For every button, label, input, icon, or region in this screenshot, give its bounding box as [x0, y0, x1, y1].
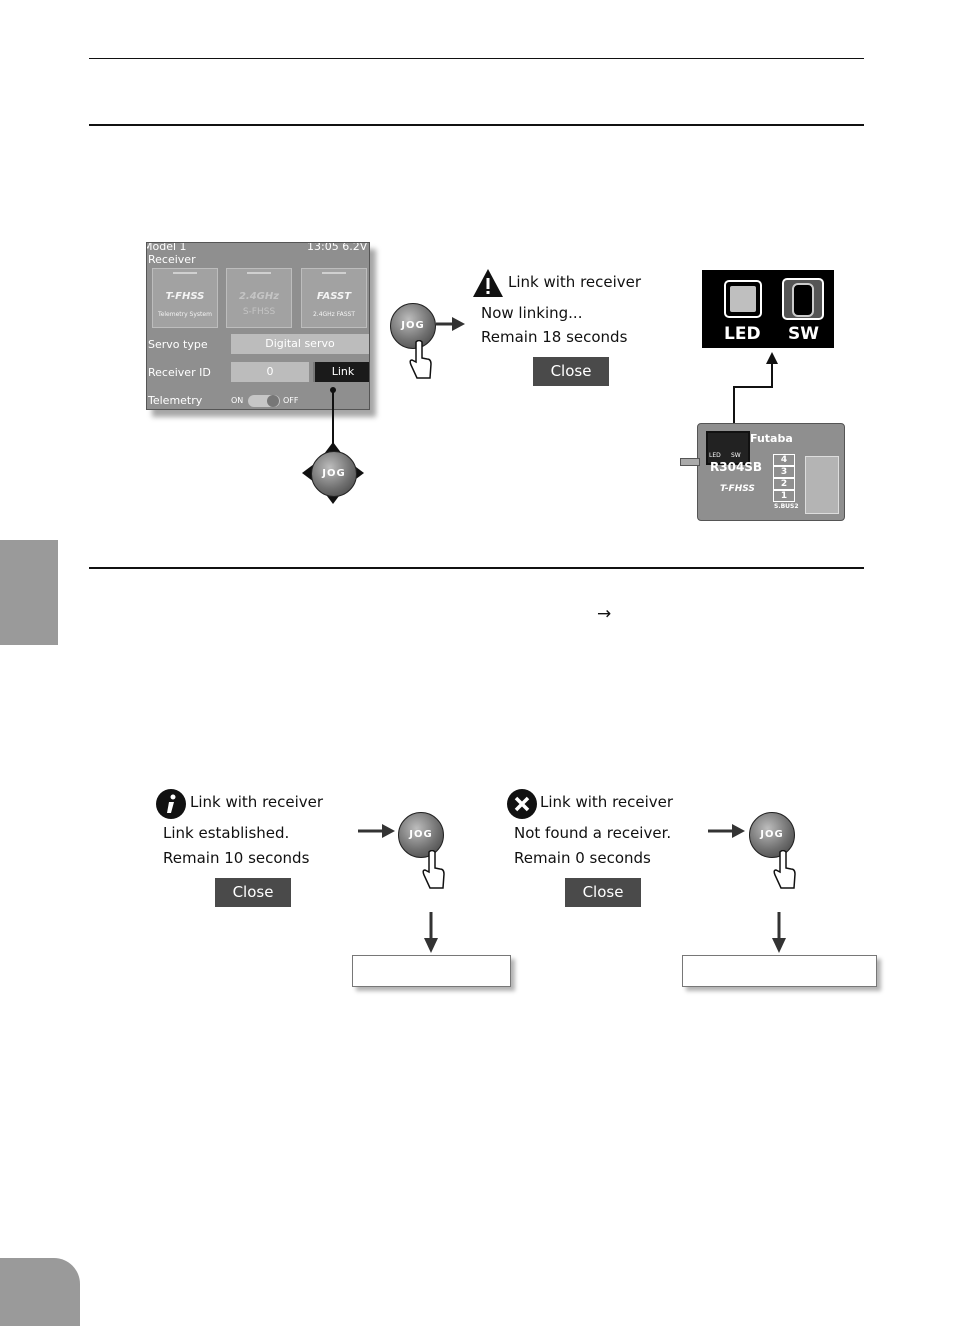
fail-close-button[interactable]: Close — [565, 878, 641, 907]
fail-status: Not found a receiver. — [514, 824, 672, 842]
linking-dialog-title: Link with receiver — [508, 273, 642, 291]
fail-remaining: Remain 0 seconds — [514, 849, 651, 867]
error-icon — [507, 789, 537, 819]
arrow-right-icon — [708, 824, 745, 838]
success-dialog-title: Link with receiver — [190, 793, 324, 811]
system-label: 2.4GHz — [238, 291, 280, 302]
success-remaining: Remain 10 seconds — [163, 849, 310, 867]
led-indicator — [724, 280, 762, 318]
rx-channel: 2 — [773, 478, 795, 490]
link-switch[interactable] — [782, 278, 824, 320]
chapter-tab — [0, 540, 58, 645]
system-sub: 2.4GHz FASST — [312, 311, 356, 318]
warning-icon — [473, 269, 503, 297]
arrow-down-icon — [424, 912, 438, 953]
servo-type-field[interactable]: Digital servo — [231, 334, 369, 354]
rx-brand: Futaba — [750, 432, 793, 445]
callout-line — [733, 352, 778, 434]
rx-sw-label: SW — [731, 452, 741, 459]
success-close-button[interactable]: Close — [215, 878, 291, 907]
telemetry-on-label: ON — [231, 396, 244, 405]
telemetry-off-label: OFF — [283, 396, 299, 405]
system-label: FASST — [316, 291, 352, 302]
jog-button-3[interactable]: JOG — [749, 812, 795, 858]
rx-model: R304SB — [710, 460, 763, 474]
receiver-screen: Model 1 13:05 6.2V Receiver T-FHSS Telem… — [146, 242, 370, 410]
screen-header: Model 1 13:05 6.2V Receiver — [146, 242, 369, 268]
page-corner-tab — [0, 1258, 80, 1326]
rx-led-sw-box — [706, 431, 750, 465]
rx-channel: 3 — [773, 466, 795, 478]
pointing-hand-icon — [422, 850, 445, 889]
section-rule-2 — [89, 567, 864, 569]
jog-button-2[interactable]: JOG — [398, 812, 444, 858]
arrow-glyph: → — [597, 604, 612, 624]
receiver-unit: LED SW Futaba R304SB T-FHSS 4 3 2 1 S.BU… — [697, 423, 845, 521]
led-label: LED — [724, 324, 761, 344]
servo-type-label: Servo type — [148, 338, 208, 351]
section-rule-1 — [89, 124, 864, 126]
rx-system: T-FHSS — [720, 484, 755, 494]
linking-status: Now linking... — [481, 304, 583, 322]
arrow-right-icon — [436, 317, 465, 331]
receiver-id-label: Receiver ID — [148, 366, 211, 379]
arrow-right-icon — [358, 824, 395, 838]
system-label: T-FHSS — [165, 291, 205, 302]
rx-led-label: LED — [709, 452, 721, 459]
system-sub: Telemetry System — [158, 311, 212, 318]
jog-dial-cross[interactable]: JOG — [311, 451, 357, 497]
telemetry-toggle[interactable] — [248, 395, 280, 407]
arrow-down-icon — [772, 912, 786, 953]
success-status: Link established. — [163, 824, 290, 842]
jog-button-1[interactable]: JOG — [390, 303, 436, 349]
system-card-tfhss[interactable]: T-FHSS Telemetry System — [152, 268, 218, 328]
rx-channel: 1 — [773, 490, 795, 502]
rx-antenna — [680, 458, 700, 466]
receiver-id-field[interactable]: 0 — [231, 362, 309, 382]
system-card-sfhss[interactable]: 2.4GHz S-FHSS — [226, 268, 292, 328]
system-card-fasst[interactable]: FASST 2.4GHz FASST — [301, 268, 367, 328]
success-result-box — [352, 955, 511, 987]
status-time-voltage: 13:05 6.2V — [307, 242, 368, 253]
telemetry-label: Telemetry — [148, 394, 203, 407]
sw-label: SW — [788, 324, 819, 344]
rx-pin-header — [805, 456, 839, 514]
fail-dialog-title: Link with receiver — [540, 793, 674, 811]
led-sw-closeup: LED SW — [702, 270, 834, 348]
rx-sbus-label: S.BUS2 — [774, 503, 799, 510]
screen-title: Receiver — [148, 253, 196, 266]
model-name: Model 1 — [146, 242, 187, 253]
top-rule — [89, 58, 864, 59]
fail-result-box — [682, 955, 877, 987]
pointing-hand-icon — [409, 340, 432, 379]
rx-channel: 4 — [773, 454, 795, 466]
system-sub: S-FHSS — [242, 307, 276, 317]
pointing-hand-icon — [773, 850, 796, 889]
linking-close-button[interactable]: Close — [533, 357, 609, 386]
link-button[interactable]: Link — [313, 362, 369, 382]
linking-remaining: Remain 18 seconds — [481, 328, 628, 346]
info-icon — [156, 789, 186, 819]
